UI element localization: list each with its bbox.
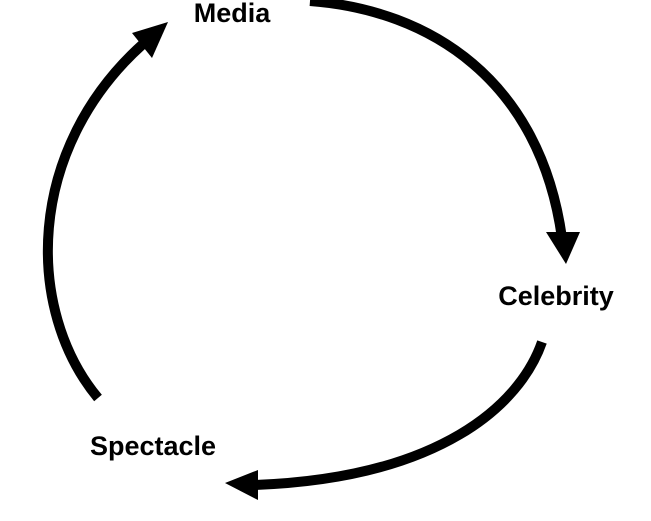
arrow-spectacle-to-media-shaft	[42, 40, 147, 402]
arrow-media-to-celebrity	[309, 0, 580, 264]
arrow-celebrity-to-spectacle	[225, 340, 547, 500]
arrow-celebrity-to-spectacle-shaft	[254, 340, 547, 490]
node-label-media: Media	[194, 0, 272, 28]
arrow-spectacle-to-media-head	[132, 22, 168, 58]
arrow-media-to-celebrity-head	[546, 232, 580, 264]
arrow-media-to-celebrity-shaft	[309, 0, 567, 239]
node-label-spectacle: Spectacle	[90, 431, 216, 461]
arrow-celebrity-to-spectacle-head	[225, 470, 258, 500]
node-label-celebrity: Celebrity	[498, 281, 614, 311]
arrow-spectacle-to-media	[42, 22, 168, 402]
